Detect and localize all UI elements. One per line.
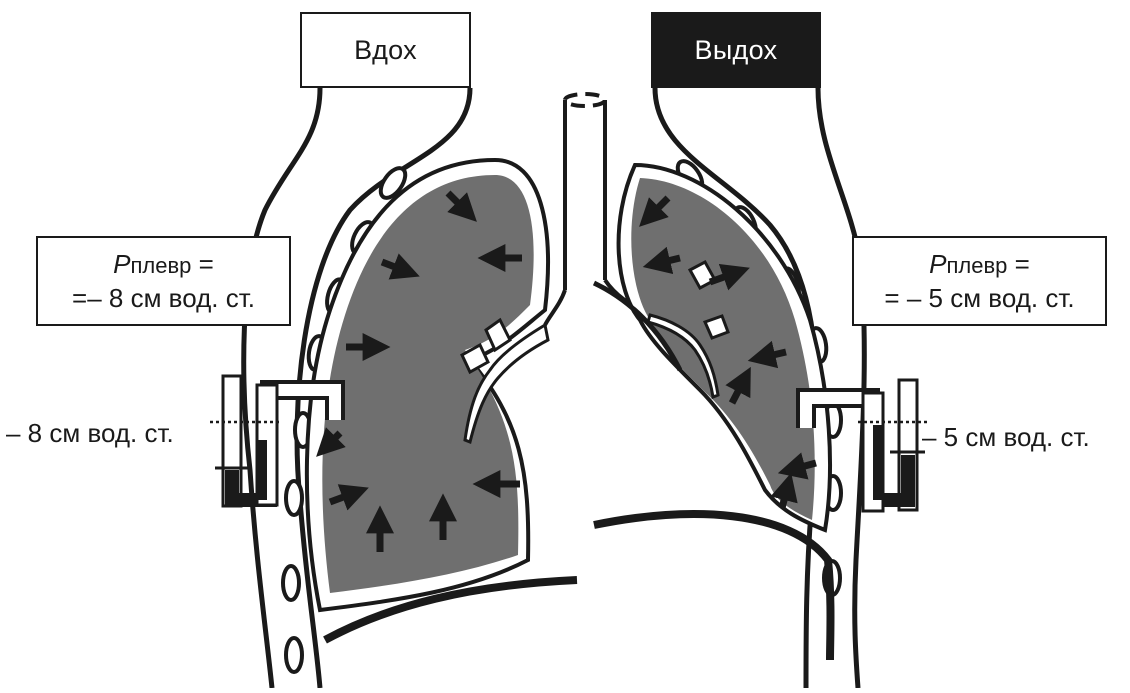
- inhale-label: Вдох: [300, 12, 471, 88]
- pressure-subscript: плевр: [947, 253, 1008, 278]
- pressure-equals: =: [1007, 249, 1029, 279]
- left-pressure-line2: =– 8 см вод. ст.: [38, 282, 289, 314]
- right-pressure-line1: Pплевр =: [854, 248, 1105, 282]
- pressure-subscript: плевр: [131, 253, 192, 278]
- pressure-symbol: P: [113, 249, 130, 279]
- pressure-equals: =: [191, 249, 213, 279]
- right-pleural-pressure-box: Pплевр = = – 5 см вод. ст.: [852, 236, 1107, 326]
- right-diaphragm: [594, 514, 831, 660]
- exhale-label: Выдох: [651, 12, 821, 88]
- right-gauge-reading: – 5 см вод. ст.: [922, 422, 1090, 453]
- left-pressure-line1: Pплевр =: [38, 248, 289, 282]
- left-gauge-reading: – 8 см вод. ст.: [6, 418, 174, 449]
- left-pleural-pressure-box: Pплевр = =– 8 см вод. ст.: [36, 236, 291, 326]
- right-pressure-line2: = – 5 см вод. ст.: [854, 282, 1105, 314]
- pressure-symbol: P: [929, 249, 946, 279]
